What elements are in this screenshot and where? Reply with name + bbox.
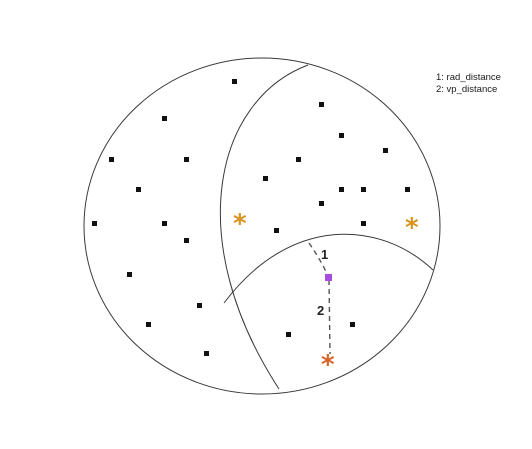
inner-ball-boundary: [219, 64, 309, 390]
legend-item-rad-distance: 1: rad_distance: [436, 72, 501, 83]
data-point: [184, 157, 189, 162]
data-point: [274, 228, 279, 233]
vantage-point-star-icon: *: [233, 209, 247, 239]
data-point: [136, 187, 141, 192]
legend-item-vp-distance: 2: vp_distance: [436, 84, 498, 95]
vantage-point-star-icon: *: [405, 213, 419, 243]
data-point: [319, 201, 324, 206]
data-point: [146, 322, 151, 327]
data-point: [296, 157, 301, 162]
data-point: [319, 102, 324, 107]
lower-ball-boundary: [223, 233, 434, 304]
vp-distance-label: 2: [317, 303, 324, 318]
vp-distance-line: [328, 279, 331, 355]
data-point: [232, 79, 237, 84]
upper-right-region-points: [263, 102, 410, 233]
data-point: [339, 133, 344, 138]
data-point: [127, 272, 132, 277]
data-point: [92, 221, 97, 226]
rad-distance-label: 1: [321, 247, 328, 262]
rad-distance-line: [308, 242, 329, 277]
legend: 1: rad_distance 2: vp_distance: [436, 72, 501, 96]
query-point-star-icon: *: [321, 350, 335, 380]
nearest-point: [325, 274, 332, 281]
data-point: [361, 221, 366, 226]
data-point: [383, 148, 388, 153]
data-point: [361, 187, 366, 192]
data-point: [204, 351, 209, 356]
data-point: [162, 221, 167, 226]
data-point: [339, 187, 344, 192]
data-point: [263, 176, 268, 181]
lower-region-points: [286, 322, 355, 337]
data-point: [405, 187, 410, 192]
data-point: [350, 322, 355, 327]
data-point: [184, 238, 189, 243]
data-point: [109, 157, 114, 162]
data-point: [197, 303, 202, 308]
left-region-points: [92, 79, 237, 356]
data-point: [162, 116, 167, 121]
data-point: [286, 332, 291, 337]
outer-ball-boundary: [83, 57, 441, 395]
